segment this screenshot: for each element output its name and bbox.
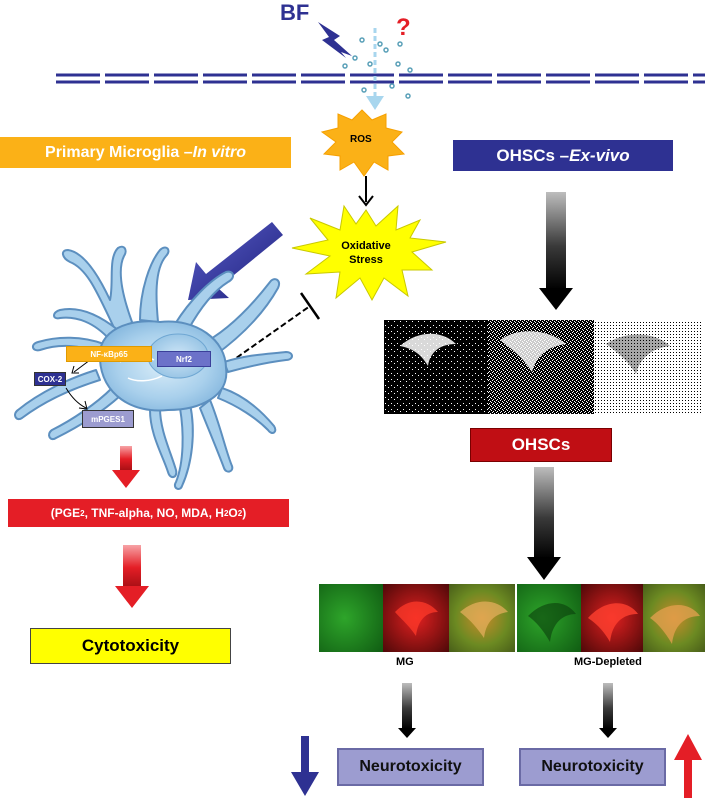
ohsc-grayscale-images bbox=[384, 320, 703, 414]
ohscs-to-images-arrow bbox=[539, 192, 573, 310]
neurotoxicity-box-mg-depleted: Neurotoxicity bbox=[519, 748, 666, 786]
mediators-text-1: (PGE bbox=[50, 506, 81, 520]
mg-label: MG bbox=[396, 656, 414, 668]
oxidative-stress-starburst bbox=[291, 204, 447, 302]
mediators-text-2: , TNF-alpha, NO, MDA, H bbox=[84, 506, 224, 520]
mediators-sub-3: 2 bbox=[237, 508, 243, 518]
ohscs-label: OHSCs – bbox=[496, 145, 570, 165]
ros-entry-arrow bbox=[366, 28, 384, 110]
oxidative-label-line2: Stress bbox=[349, 254, 383, 266]
primary-microglia-label: Primary Microglia – bbox=[45, 143, 193, 161]
mg-fluorescence-panels bbox=[319, 584, 515, 652]
ros-starburst bbox=[320, 109, 406, 177]
bf-label: BF bbox=[280, 0, 310, 25]
cox2-arrows bbox=[65, 359, 91, 410]
ros-to-oxidative-arrow bbox=[358, 176, 374, 207]
mediators-sub-1: 2 bbox=[80, 508, 85, 518]
nfkb-label: NF-κBp65 bbox=[66, 346, 152, 362]
question-mark: ? bbox=[396, 14, 411, 41]
mg-depleted-fluorescence-panels bbox=[517, 584, 705, 652]
mg-depleted-label: MG-Depleted bbox=[574, 656, 642, 668]
nrf2-inhibition-line bbox=[221, 292, 321, 369]
mediators-text-4: ) bbox=[242, 506, 247, 520]
cell-to-mediators-arrow bbox=[112, 446, 140, 488]
ohscs-label-box: OHSCs bbox=[470, 428, 612, 462]
ex-vivo-label: Ex-vivo bbox=[569, 145, 630, 165]
primary-microglia-box: Primary Microglia – In vitro bbox=[0, 137, 291, 168]
in-vitro-label: In vitro bbox=[192, 143, 246, 161]
mediators-to-cytotoxicity-arrow bbox=[115, 545, 149, 608]
nrf2-label: Nrf2 bbox=[157, 351, 211, 367]
oxidative-label-line1: Oxidative bbox=[341, 240, 391, 252]
mpges1-label: mPGES1 bbox=[82, 410, 134, 428]
mgdep-to-neuro-arrow bbox=[599, 683, 617, 738]
lightning-bolt-icon bbox=[318, 22, 352, 58]
decrease-arrow-icon bbox=[291, 736, 319, 796]
increase-arrow-icon bbox=[674, 734, 702, 798]
neurotoxicity-box-mg: Neurotoxicity bbox=[337, 748, 484, 786]
ros-label: ROS bbox=[350, 134, 372, 145]
label-to-panels-arrow bbox=[527, 467, 561, 580]
cox2-label: COX-2 bbox=[34, 372, 66, 386]
mediators-sub-2: 2 bbox=[223, 508, 229, 518]
cytotoxicity-box: Cytotoxicity bbox=[30, 628, 231, 664]
ohscs-ex-vivo-box: OHSCs – Ex-vivo bbox=[453, 140, 673, 171]
mg-to-neuro-arrow bbox=[398, 683, 416, 738]
particles bbox=[342, 37, 413, 99]
cell-membrane bbox=[56, 73, 705, 84]
mediators-text-3: O bbox=[228, 506, 238, 520]
